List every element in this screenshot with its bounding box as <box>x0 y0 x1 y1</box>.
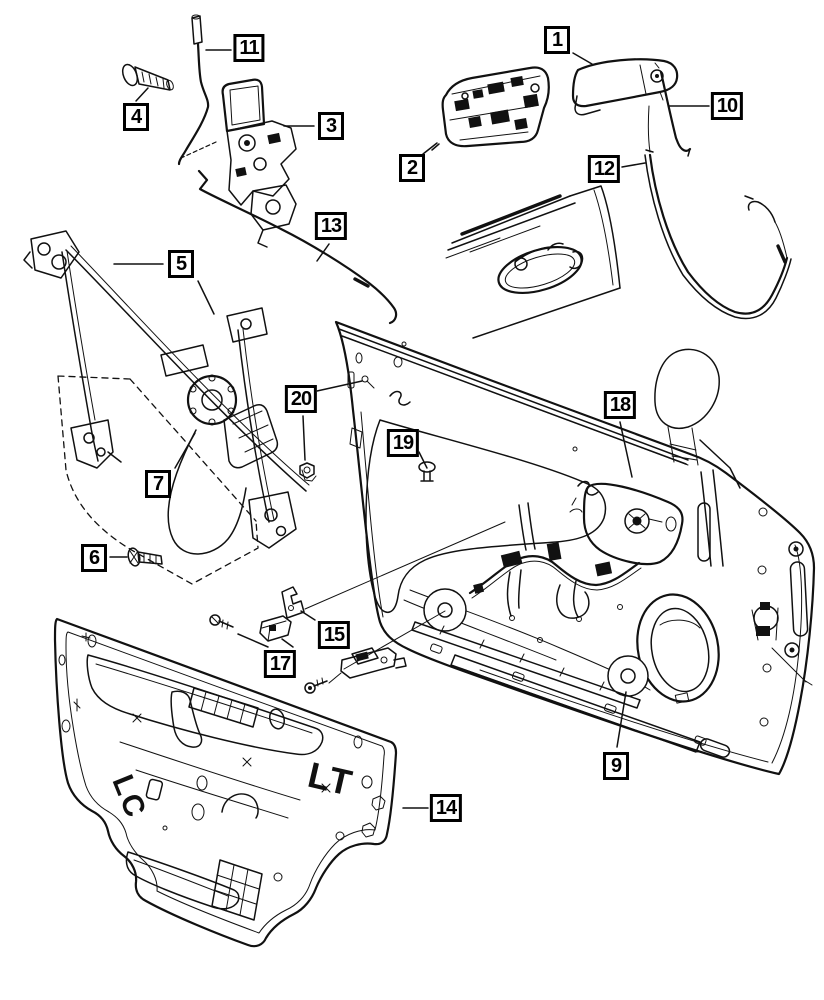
callout-1: 1 <box>544 26 570 54</box>
panel-marking-lt: LT <box>304 754 357 804</box>
callout-6: 6 <box>81 544 107 572</box>
callout-14: 14 <box>429 794 463 822</box>
door-inner-panel <box>299 320 816 776</box>
panel-marking-lc: LC <box>106 770 153 823</box>
callout-7: 7 <box>145 470 171 498</box>
lock-rod-part <box>177 14 210 166</box>
water-shield-panel: LT LC <box>53 617 398 948</box>
release-cable-part <box>644 105 792 320</box>
regulator-bolt-part <box>127 547 163 567</box>
callout-12: 12 <box>587 155 621 183</box>
callout-9: 9 <box>603 752 629 780</box>
callout-19: 19 <box>386 429 420 457</box>
latch-assembly-part <box>431 66 550 151</box>
door-bolt-part <box>121 63 174 91</box>
callout-2: 2 <box>399 154 425 182</box>
callout-3: 3 <box>318 112 344 140</box>
callout-20: 20 <box>284 385 318 413</box>
callout-leader-lines <box>109 49 710 809</box>
link-rod-part <box>197 169 398 325</box>
callout-4: 4 <box>123 103 149 131</box>
callout-18: 18 <box>603 391 637 419</box>
exterior-handle-part <box>571 58 679 116</box>
door-latch-mount <box>751 602 779 641</box>
handle-rod-part <box>654 62 692 157</box>
callout-15: 15 <box>317 621 351 649</box>
callout-10: 10 <box>710 92 744 120</box>
window-regulator-part <box>23 230 310 585</box>
callout-17: 17 <box>263 650 297 678</box>
door-latch-part <box>180 78 297 248</box>
callout-11: 11 <box>233 34 265 62</box>
door-exterior-sketch <box>445 185 621 339</box>
callout-13: 13 <box>314 212 348 240</box>
check-strap-brackets <box>209 521 506 694</box>
callout-5: 5 <box>168 250 194 278</box>
